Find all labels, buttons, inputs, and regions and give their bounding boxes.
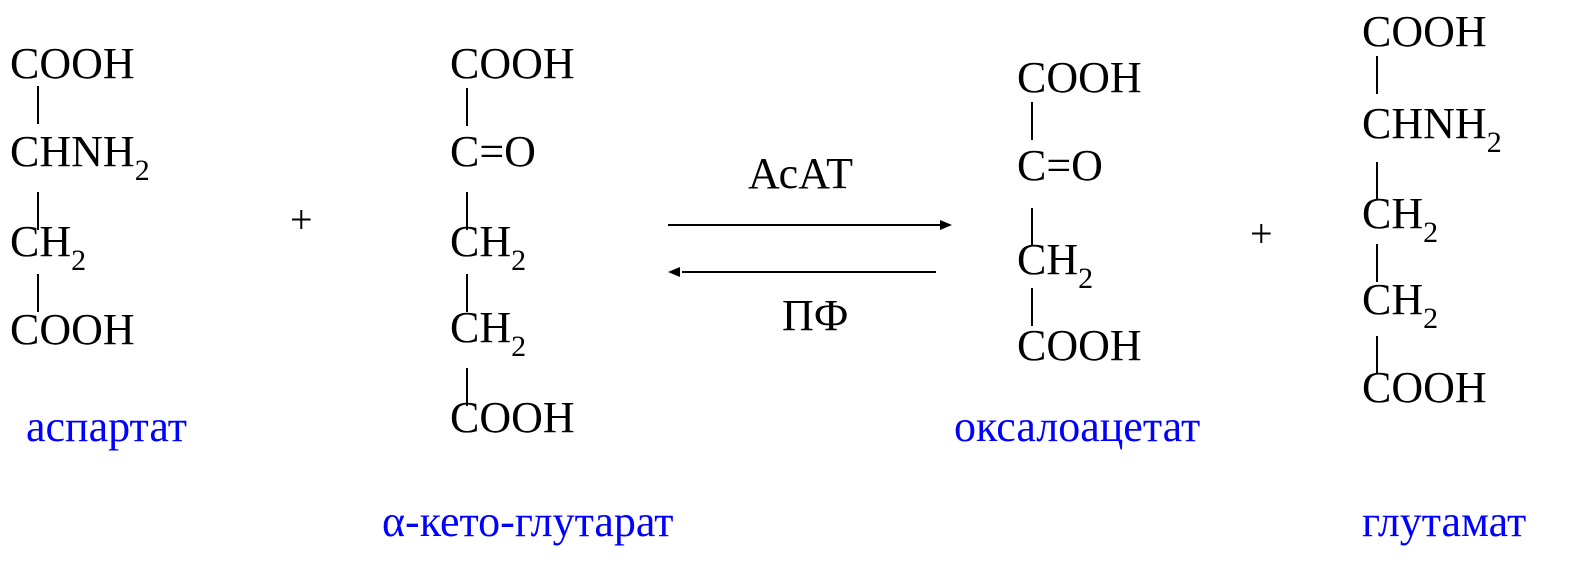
- bond-line: [466, 274, 468, 312]
- enzyme-label: АсАТ: [748, 149, 853, 198]
- bond-line: [1031, 208, 1033, 246]
- bond-line: [466, 88, 468, 126]
- bond-line: [1031, 288, 1033, 326]
- bond-line: [37, 192, 39, 230]
- plus-sign: +: [1250, 211, 1273, 256]
- formula-row: COOH: [1362, 7, 1487, 56]
- bond-line: [1376, 56, 1378, 94]
- formula-row: CH2: [450, 217, 527, 277]
- formula-row: CH2: [450, 303, 527, 363]
- bond-line: [37, 86, 39, 124]
- formula-row: COOH: [10, 39, 135, 88]
- name-alpha-ketoglutarate: α-кето-глутарат: [382, 497, 674, 546]
- formula-row: COOH: [1362, 363, 1487, 412]
- formula-row: C=O: [1017, 141, 1103, 190]
- formula-row: COOH: [1017, 53, 1142, 102]
- bond-line: [1031, 102, 1033, 140]
- plus-sign: +: [290, 197, 313, 242]
- formula-row: CHNH2: [10, 127, 150, 187]
- bond-line: [1376, 244, 1378, 282]
- cofactor-label: ПФ: [782, 291, 849, 340]
- name-glutamate: глутамат: [1362, 497, 1527, 546]
- bond-line: [1376, 162, 1378, 200]
- bond-line: [37, 274, 39, 312]
- formula-row: CHNH2: [1362, 99, 1502, 159]
- name-aspartate: аспартат: [26, 402, 187, 451]
- formula-row: COOH: [450, 393, 575, 442]
- forward-arrow: [668, 220, 952, 277]
- bond-line: [1376, 336, 1378, 374]
- bond-line: [466, 368, 468, 406]
- formula-row: CH2: [1362, 189, 1439, 249]
- bond-line: [466, 192, 468, 230]
- formula-row: COOH: [450, 39, 575, 88]
- formula-row: C=O: [450, 127, 536, 176]
- formula-row: COOH: [10, 305, 135, 354]
- formula-row: COOH: [1017, 321, 1142, 370]
- formula-row: CH2: [1017, 235, 1094, 295]
- name-oxaloacetate: оксалоацетат: [954, 402, 1201, 451]
- formula-row: CH2: [1362, 275, 1439, 335]
- formula-row: CH2: [10, 217, 87, 277]
